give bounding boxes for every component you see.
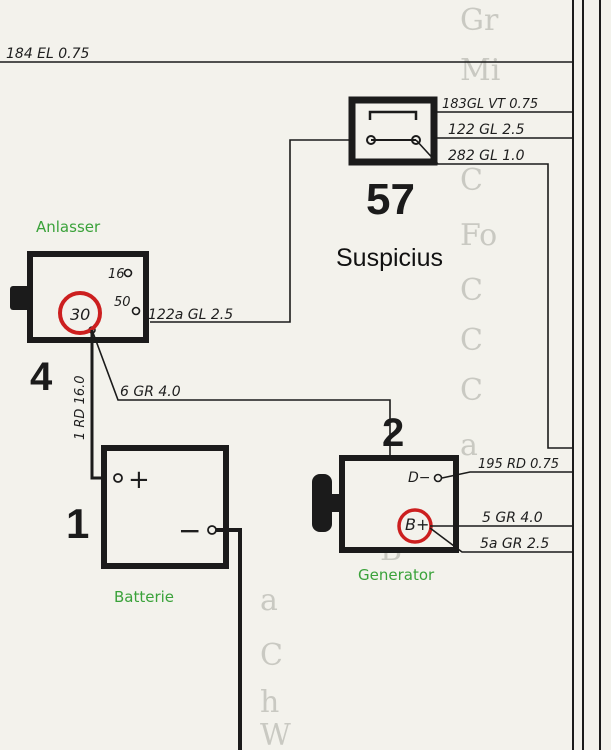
battery-label: Batterie [114, 588, 174, 606]
battery-number: 1 [66, 500, 89, 547]
wire-label-195: 195 RD 0.75 [478, 457, 559, 472]
wire-label-183: 183GL VT 0.75 [442, 97, 538, 112]
wire-label-122a: 122a GL 2.5 [148, 307, 233, 323]
bg-text-8: a [460, 428, 478, 463]
relay-57-number: 57 [366, 175, 415, 224]
bg-text-5: C [460, 273, 483, 308]
wire-label-122: 122 GL 2.5 [448, 122, 525, 138]
bus-lines [572, 0, 601, 750]
relay-57-wires [150, 111, 573, 449]
wire-122a [150, 139, 352, 323]
bg-text-3: C [460, 163, 483, 198]
wire-282 [415, 139, 573, 449]
cable-battery-ground [216, 528, 242, 750]
starter-terminal-16: 16 [108, 267, 125, 282]
generator-terminal-dminus: D− [408, 470, 431, 486]
generator-number: 2 [382, 411, 404, 455]
bg-text-13: h [260, 685, 279, 720]
wire-label-5agr: 5a GR 2.5 [480, 536, 549, 552]
generator-dminus-dot [433, 473, 443, 483]
generator-pulley [312, 474, 332, 532]
generator-terminal-bplus: B+ [405, 515, 429, 534]
bg-text-2: Mi [460, 53, 500, 88]
starter-label: Anlasser [36, 218, 101, 236]
starter-terminal-50: 50 [114, 295, 131, 310]
starter-terminal-16-dot [123, 268, 133, 278]
starter-30-highlight [58, 291, 102, 335]
starter-body [27, 251, 149, 343]
generator-shaft [330, 494, 344, 512]
generator-wires [429, 471, 573, 553]
bg-text-11: a [260, 583, 278, 618]
battery-minus-sign: − [178, 514, 201, 547]
wire-195 [441, 471, 573, 479]
bg-text-14: W [260, 718, 291, 750]
wire-label-184: 184 EL 0.75 [6, 46, 90, 62]
relay-57-contact [368, 110, 418, 120]
relay-57: 57 [348, 96, 438, 224]
starter-number: 4 [30, 355, 53, 399]
starter-terminal-30: 30 [70, 305, 90, 324]
wire-label-6gr: 6 GR 4.0 [120, 384, 181, 400]
wire-5agr [429, 527, 573, 553]
wire-label-5gr: 5 GR 4.0 [482, 510, 543, 526]
battery-1: + − 1 Batterie [66, 445, 229, 606]
bg-text-1: Gr [460, 3, 499, 38]
generator-label: Generator [358, 566, 435, 584]
battery-minus-terminal [207, 525, 217, 535]
starter-pinion [10, 286, 30, 310]
generator-2: 2 D− B+ Generator [312, 411, 459, 584]
generator-body [339, 455, 459, 553]
battery-body [101, 445, 229, 569]
wire-6gr [91, 329, 391, 458]
battery-plus-sign: + [128, 465, 150, 495]
bg-text-12: C [260, 638, 283, 673]
starter-4: Anlasser 16 50 30 4 [10, 218, 149, 399]
starter-terminal-50-dot [131, 306, 141, 316]
bg-text-7: C [460, 373, 483, 408]
wire-label-282: 282 GL 1.0 [448, 148, 525, 164]
bg-text-6: C [460, 323, 483, 358]
wire-label-1rd: 1 RD 16.0 [73, 375, 88, 440]
suspicius-annotation: Suspicius [336, 244, 443, 272]
bg-text-4: Fo [460, 218, 497, 253]
battery-plus-terminal [113, 473, 123, 483]
relay-57-body [348, 96, 438, 166]
